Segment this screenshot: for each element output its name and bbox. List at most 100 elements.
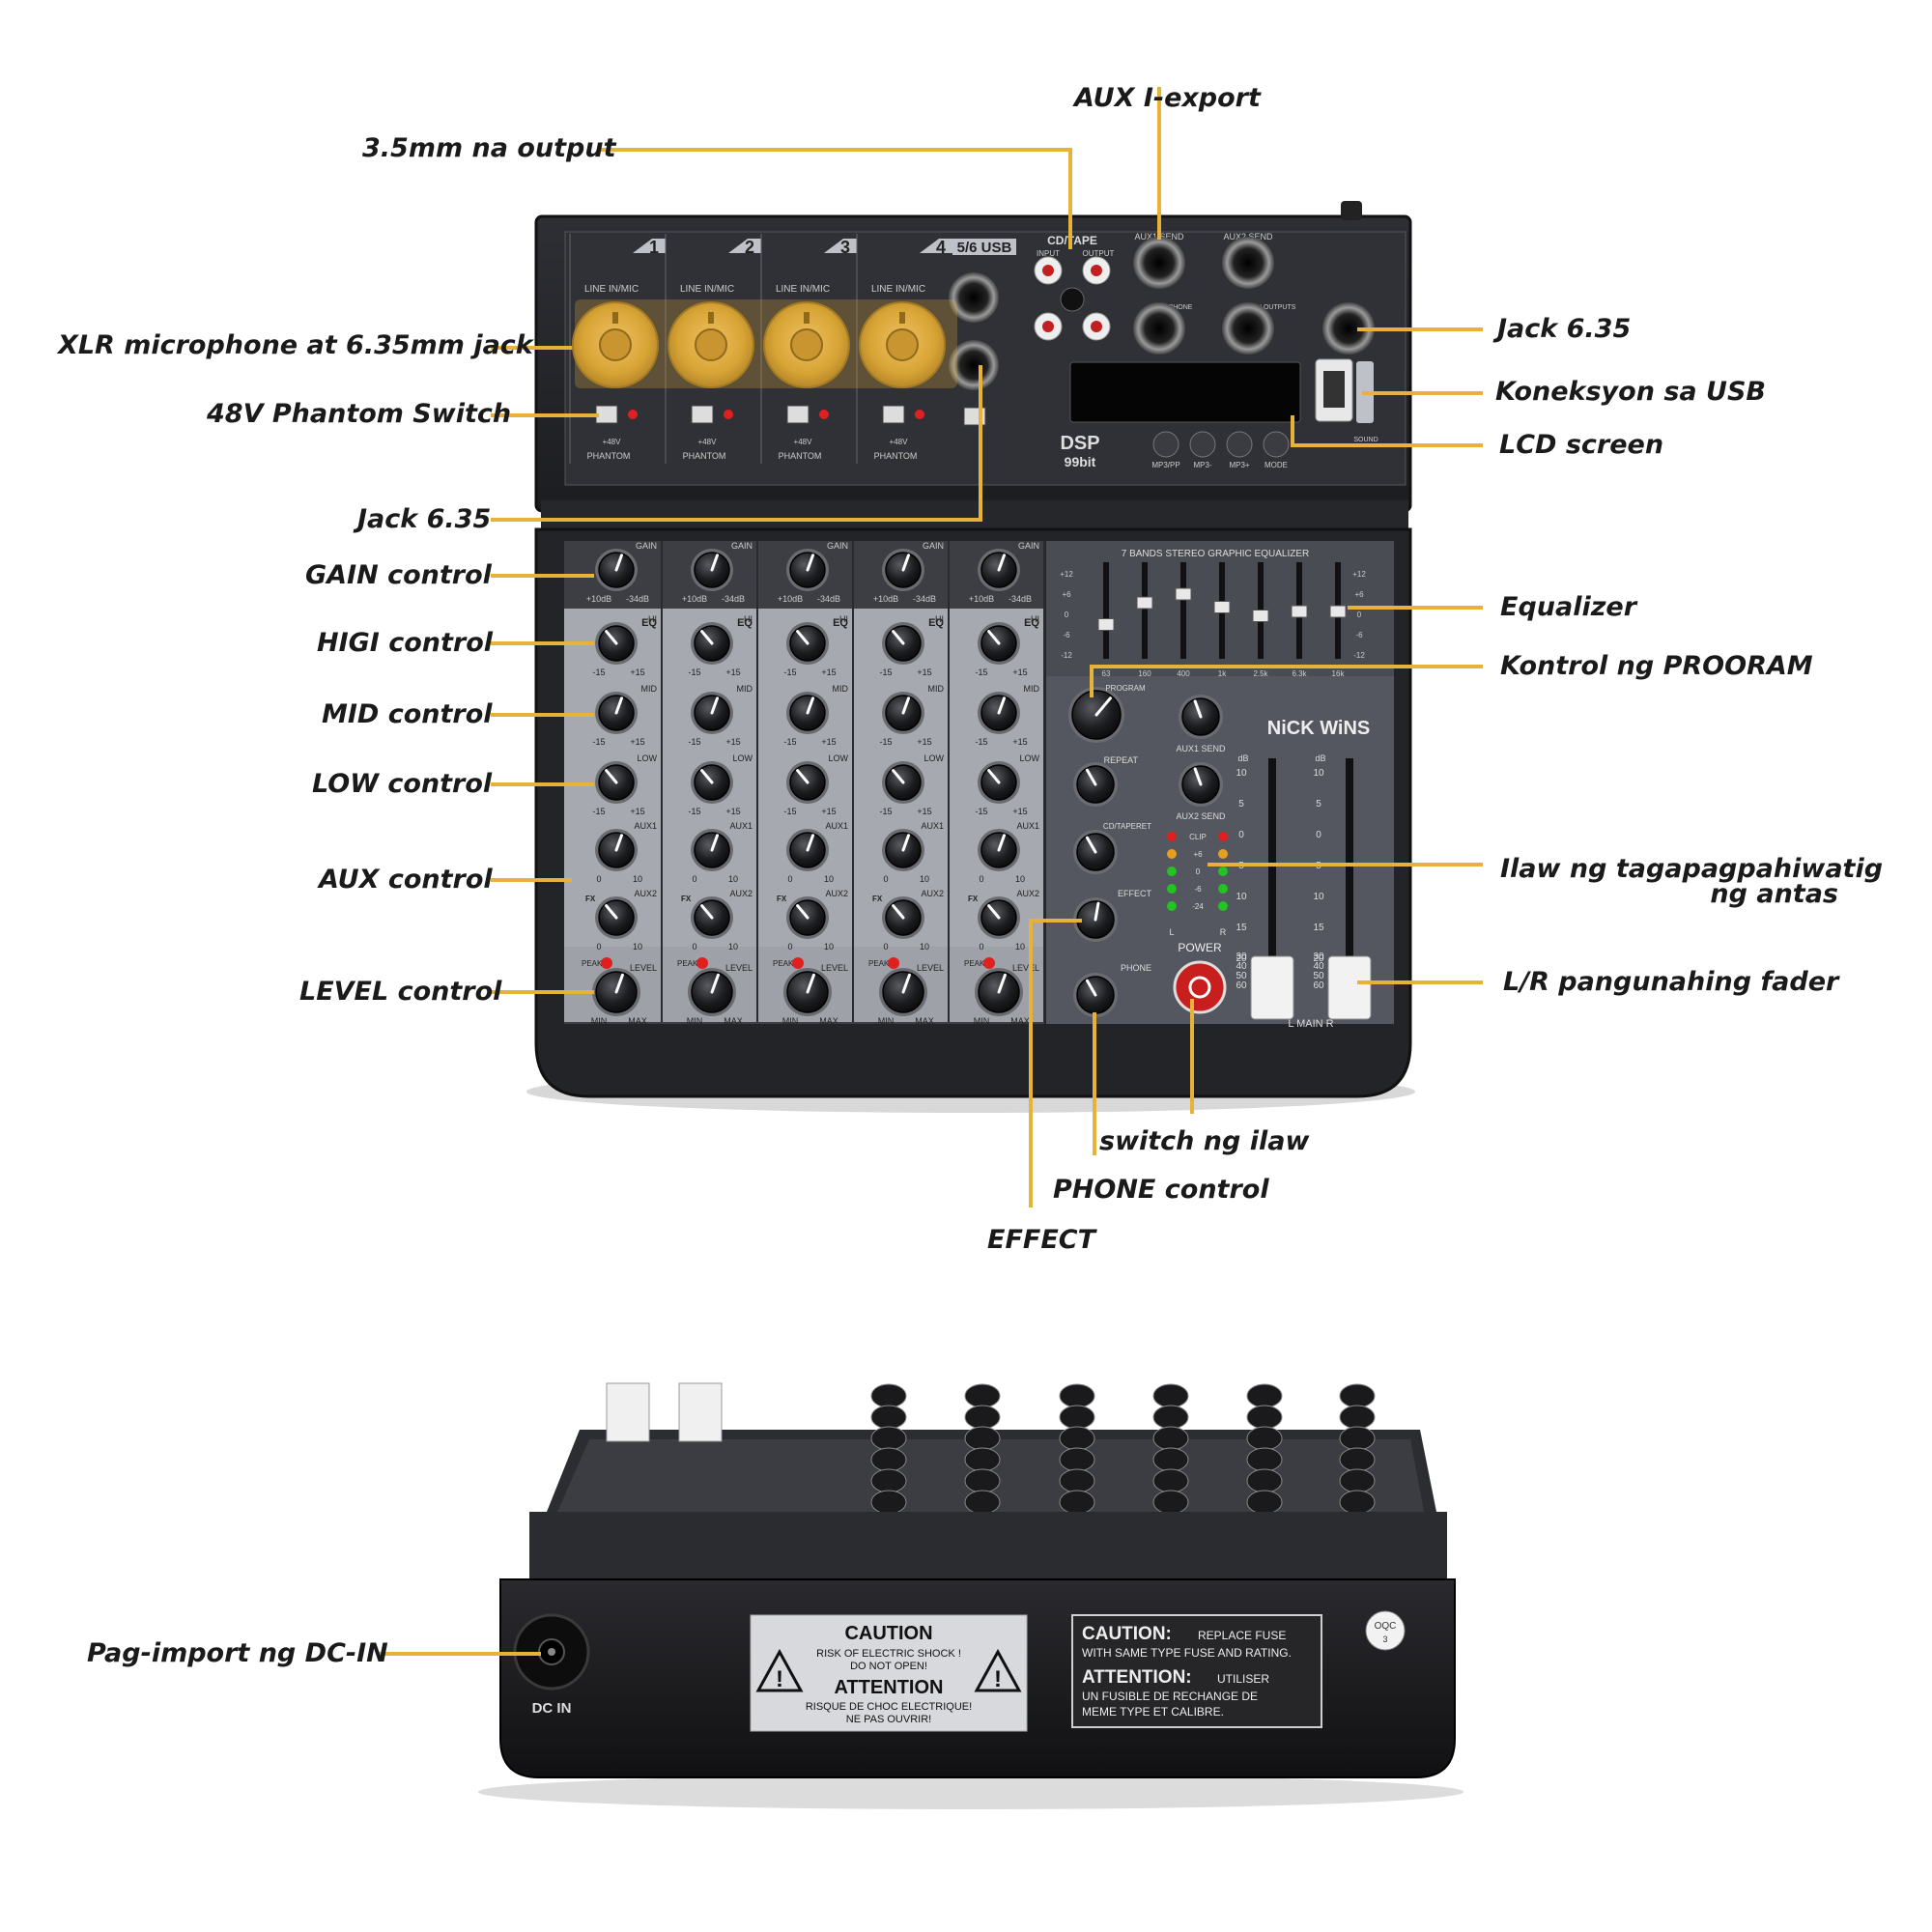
aux2-knob[interactable]: [882, 896, 924, 939]
phone-level-knob[interactable]: [1073, 973, 1118, 1017]
rear-knob: [870, 1468, 907, 1493]
low-eq-knob[interactable]: [882, 761, 924, 804]
hi-eq-knob[interactable]: [978, 622, 1020, 665]
aux1-knob[interactable]: [978, 829, 1020, 871]
fx-label: FX: [585, 895, 596, 903]
knob-pointer: [1193, 767, 1203, 786]
aux2-knob[interactable]: [691, 896, 733, 939]
aux1-knob[interactable]: [691, 829, 733, 871]
knob-min-label: -15: [879, 737, 892, 747]
phantom-switch[interactable]: [882, 405, 905, 424]
mid-eq-knob[interactable]: [882, 692, 924, 734]
mid-eq-knob[interactable]: [691, 692, 733, 734]
mode-button[interactable]: [1226, 431, 1253, 458]
gain-knob[interactable]: [882, 549, 924, 591]
hi-eq-knob[interactable]: [786, 622, 829, 665]
level-knob[interactable]: [688, 968, 736, 1016]
hi-eq-knob[interactable]: [882, 622, 924, 665]
phantom-switch[interactable]: [786, 405, 810, 424]
mid-eq-knob[interactable]: [786, 692, 829, 734]
knob-min-label: 0: [692, 942, 696, 952]
fader-slot: [1268, 758, 1276, 961]
repeat-knob[interactable]: [1073, 762, 1118, 807]
knob-label: AUX1: [825, 821, 848, 831]
low-eq-knob[interactable]: [978, 761, 1020, 804]
fader-scale-label: 10: [1313, 892, 1324, 902]
low-eq-knob[interactable]: [691, 761, 733, 804]
phantom-switch[interactable]: [691, 405, 714, 424]
knob-max-label: +15: [725, 807, 740, 816]
aux1-knob[interactable]: [786, 829, 829, 871]
knob-label: LOW: [732, 753, 753, 763]
geq-fader[interactable]: [1213, 601, 1231, 613]
rear-fader-cap: [606, 1382, 650, 1442]
main-fader-cap[interactable]: [1327, 955, 1372, 1020]
usb-channel-label: 5/6 USB: [957, 240, 1012, 256]
phantom-switch[interactable]: [595, 405, 618, 424]
rear-knob: [964, 1447, 1001, 1472]
mode-button[interactable]: [1189, 431, 1216, 458]
gain-knob[interactable]: [786, 549, 829, 591]
caution-title: CAUTION: [844, 1623, 932, 1644]
geq-fader[interactable]: [1291, 605, 1308, 618]
phantom-led: [628, 410, 638, 419]
fader-scale-label: 0: [1316, 830, 1321, 840]
knob-min-label: MIN: [591, 1016, 608, 1026]
mode-button[interactable]: [1152, 431, 1179, 458]
mid-eq-knob[interactable]: [978, 692, 1020, 734]
geq-fader[interactable]: [1136, 596, 1153, 610]
geq-scale-label: -12: [1353, 651, 1365, 660]
geq-fader[interactable]: [1097, 618, 1115, 631]
knob-max-label: 10: [633, 942, 642, 952]
aux1-send-knob[interactable]: [1179, 695, 1223, 739]
mode-button[interactable]: [1263, 431, 1290, 458]
level-knob[interactable]: [592, 968, 640, 1016]
xlr-jack-center: [695, 328, 727, 361]
phone-knob-label: PHONE: [1121, 963, 1151, 973]
low-eq-knob[interactable]: [595, 761, 638, 804]
level-knob[interactable]: [783, 968, 832, 1016]
low-eq-knob[interactable]: [786, 761, 829, 804]
aux2-knob[interactable]: [595, 896, 638, 939]
hi-eq-knob[interactable]: [595, 622, 638, 665]
main-fader-cap[interactable]: [1250, 955, 1294, 1020]
hi-eq-knob[interactable]: [691, 622, 733, 665]
mode-button-label: MP3/PP: [1151, 461, 1179, 469]
phantom-led: [724, 410, 733, 419]
aux1-knob[interactable]: [882, 829, 924, 871]
fader-scale-label: 50: [1236, 971, 1247, 981]
aux2-knob[interactable]: [978, 896, 1020, 939]
mid-eq-knob[interactable]: [595, 692, 638, 734]
rear-knob: [1059, 1405, 1095, 1430]
program-knob[interactable]: [1068, 687, 1124, 743]
knob-label: LEVEL: [725, 963, 753, 973]
phantom-label: PHANTOM: [587, 451, 631, 461]
gain-knob[interactable]: [691, 549, 733, 591]
power-button[interactable]: [1173, 960, 1227, 1014]
meter-label: 0: [1196, 867, 1201, 876]
fader-scale-label: 40: [1236, 961, 1247, 972]
meter-led-l: [1167, 867, 1177, 876]
program-label: PROGRAM: [1105, 684, 1146, 693]
knob-label: GAIN: [923, 541, 944, 551]
level-knob[interactable]: [879, 968, 927, 1016]
geq-fader[interactable]: [1175, 587, 1192, 601]
cd-tape-return-knob[interactable]: [1073, 830, 1118, 874]
callout-program: Kontrol ng PROORAM: [1500, 651, 1813, 681]
level-knob[interactable]: [975, 968, 1023, 1016]
knob-pointer: [901, 554, 911, 572]
aux2-knob[interactable]: [786, 896, 829, 939]
knob-pointer: [710, 554, 720, 572]
aux1-knob[interactable]: [595, 829, 638, 871]
knob-label: GAIN: [636, 541, 657, 551]
meter-label: -6: [1194, 885, 1202, 894]
gain-knob[interactable]: [595, 549, 638, 591]
knob-label: LOW: [637, 753, 657, 763]
geq-fader[interactable]: [1252, 610, 1269, 622]
geq-scale-label: -6: [1063, 631, 1070, 639]
gain-knob[interactable]: [978, 549, 1020, 591]
aux2-send-knob[interactable]: [1179, 762, 1223, 807]
fx-label: FX: [872, 895, 883, 903]
geq-fader[interactable]: [1329, 605, 1347, 618]
